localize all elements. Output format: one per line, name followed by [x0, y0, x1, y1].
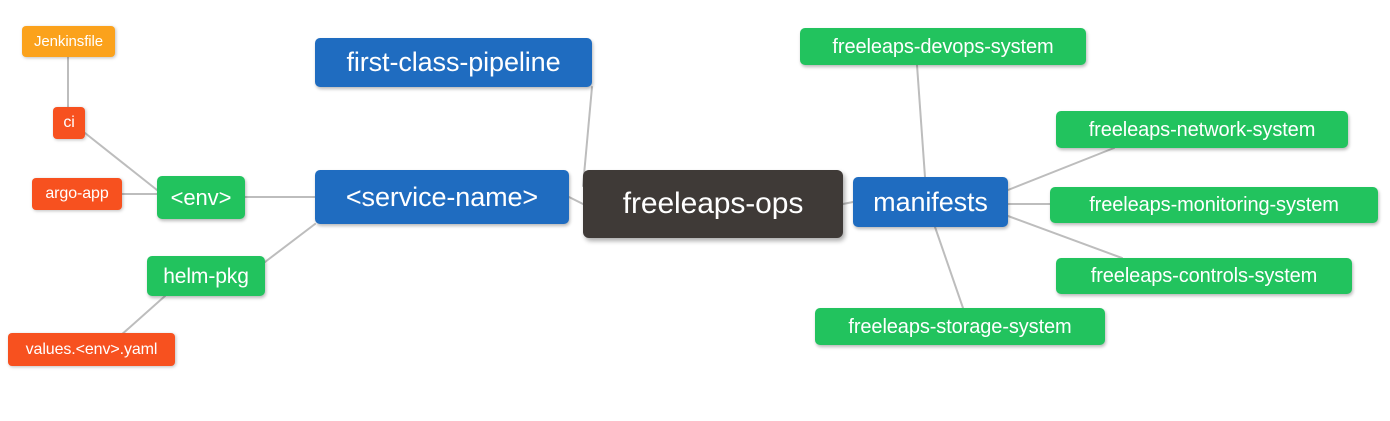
- edge-freeleaps-ops-to-service-name: [568, 196, 584, 205]
- node-label: freeleaps-devops-system: [832, 35, 1054, 58]
- node-label: ci: [63, 114, 75, 131]
- node-label: values.<env>.yaml: [25, 340, 158, 358]
- mindmap-node-manifests[interactable]: manifests: [853, 177, 1008, 227]
- node-label: freeleaps-storage-system: [848, 315, 1072, 338]
- mindmap-node-freeleaps-controls-system[interactable]: freeleaps-controls-system: [1056, 258, 1352, 294]
- mindmap-node-service-name[interactable]: <service-name>: [315, 170, 569, 224]
- node-label: Jenkinsfile: [34, 33, 103, 50]
- mindmap-node-jenkinsfile[interactable]: Jenkinsfile: [22, 26, 115, 57]
- mindmap-node-helm-pkg[interactable]: helm-pkg: [147, 256, 265, 296]
- node-label: manifests: [873, 186, 988, 217]
- mindmap-node-freeleaps-storage-system[interactable]: freeleaps-storage-system: [815, 308, 1105, 345]
- node-label: freeleaps-network-system: [1088, 118, 1316, 141]
- edge-freeleaps-ops-to-manifests: [842, 201, 854, 205]
- edge-manifests-to-freeleaps-network-system: [1007, 147, 1115, 191]
- node-label: first-class-pipeline: [346, 47, 561, 77]
- mindmap-node-env[interactable]: <env>: [157, 176, 245, 219]
- node-label: argo-app: [45, 185, 109, 202]
- mindmap-node-argo-app[interactable]: argo-app: [32, 178, 122, 210]
- node-label: freeleaps-ops: [622, 187, 804, 220]
- node-label: helm-pkg: [163, 264, 249, 288]
- edge-helm-pkg-to-values-env-yaml: [119, 295, 166, 337]
- edge-manifests-to-freeleaps-devops-system: [916, 64, 926, 178]
- node-label: freeleaps-controls-system: [1090, 265, 1318, 287]
- mindmap-node-freeleaps-network-system[interactable]: freeleaps-network-system: [1056, 111, 1348, 148]
- mindmap-node-freeleaps-devops-system[interactable]: freeleaps-devops-system: [800, 28, 1086, 65]
- mindmap-node-first-class-pipeline[interactable]: first-class-pipeline: [315, 38, 592, 87]
- mindmap-node-freeleaps-ops[interactable]: freeleaps-ops: [583, 170, 843, 238]
- mindmap-node-ci[interactable]: ci: [53, 107, 85, 139]
- node-label: freeleaps-monitoring-system: [1089, 194, 1339, 216]
- node-label: <env>: [170, 184, 232, 210]
- edge-service-name-to-helm-pkg: [264, 223, 316, 263]
- node-label: <service-name>: [345, 181, 539, 212]
- edge-manifests-to-freeleaps-storage-system: [934, 226, 964, 309]
- mindmap-node-freeleaps-monitoring-system[interactable]: freeleaps-monitoring-system: [1050, 187, 1378, 223]
- mindmap-node-values-env-yaml[interactable]: values.<env>.yaml: [8, 333, 175, 366]
